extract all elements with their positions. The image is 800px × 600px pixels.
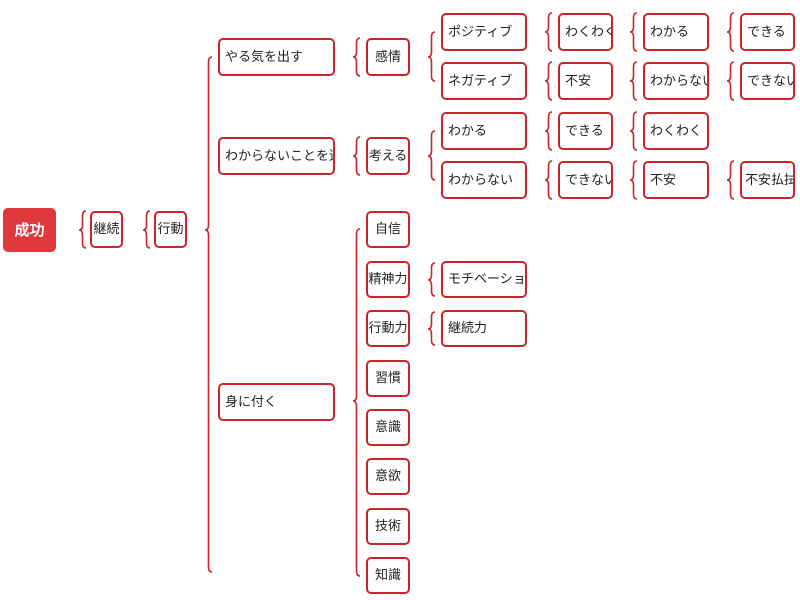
node-acquire[interactable]: 身に付く <box>218 383 335 421</box>
root-node-success[interactable]: 成功 <box>3 208 56 252</box>
bracket-connector-20 <box>427 262 436 297</box>
bracket-connector-9 <box>544 12 553 52</box>
bracket-connector-7 <box>427 31 436 82</box>
node-motivate[interactable]: やる気を出す <box>218 38 335 76</box>
node-not-understand[interactable]: わからない <box>441 161 527 199</box>
node-knowledge[interactable]: 知識 <box>366 557 410 594</box>
node-confidence[interactable]: 自信 <box>366 211 410 248</box>
node-continuation[interactable]: 継続 <box>90 211 123 248</box>
bracket-connector-5 <box>352 136 361 176</box>
bracket-connector-19 <box>726 160 735 200</box>
bracket-connector-10 <box>544 61 553 101</box>
node-willingness[interactable]: 意欲 <box>366 458 410 495</box>
bracket-connector-3 <box>204 56 213 573</box>
node-excited-1[interactable]: わくわく <box>558 13 613 51</box>
node-not-understand-2[interactable]: わからない <box>643 62 709 100</box>
node-positive[interactable]: ポジティブ <box>441 13 527 51</box>
node-can-2[interactable]: できる <box>558 112 613 150</box>
bracket-connector-2 <box>142 210 151 249</box>
node-think[interactable]: 考える <box>366 137 410 175</box>
node-mental-strength[interactable]: 精神力 <box>366 261 410 298</box>
node-action-power[interactable]: 行動力 <box>366 310 410 347</box>
bracket-connector-16 <box>629 160 638 200</box>
bracket-connector-6 <box>352 228 361 577</box>
node-action[interactable]: 行動 <box>154 211 187 248</box>
bracket-connector-17 <box>726 12 735 52</box>
bracket-connector-1 <box>78 210 87 249</box>
node-awareness[interactable]: 意識 <box>366 409 410 446</box>
node-cannot-1[interactable]: できない <box>740 62 795 100</box>
node-habit[interactable]: 習慣 <box>366 360 410 397</box>
node-understand-2[interactable]: わかる <box>643 13 709 51</box>
node-anxiety-1[interactable]: 不安 <box>558 62 613 100</box>
bracket-connector-21 <box>427 311 436 346</box>
bracket-connector-13 <box>629 12 638 52</box>
bracket-connector-8 <box>427 130 436 181</box>
bracket-connector-4 <box>352 37 361 77</box>
node-dispel-anxiety[interactable]: 不安払拭 <box>740 161 795 199</box>
bracket-connector-11 <box>544 111 553 151</box>
node-emotion[interactable]: 感情 <box>366 38 410 76</box>
node-understand[interactable]: わかる <box>441 112 527 150</box>
bracket-connector-14 <box>629 61 638 101</box>
node-skill[interactable]: 技術 <box>366 508 410 545</box>
node-negative[interactable]: ネガティブ <box>441 62 527 100</box>
node-motivation[interactable]: モチベーション <box>441 261 527 298</box>
node-cannot-2[interactable]: できない <box>558 161 613 199</box>
bracket-connector-12 <box>544 160 553 200</box>
bracket-connector-18 <box>726 61 735 101</box>
bracket-connector-15 <box>629 111 638 151</box>
node-pursue-unknown[interactable]: わからないことを追求 <box>218 137 335 175</box>
node-can-1[interactable]: できる <box>740 13 795 51</box>
node-anxiety-2[interactable]: 不安 <box>643 161 709 199</box>
node-excited-2[interactable]: わくわく <box>643 112 709 150</box>
node-persistence[interactable]: 継続力 <box>441 310 527 347</box>
